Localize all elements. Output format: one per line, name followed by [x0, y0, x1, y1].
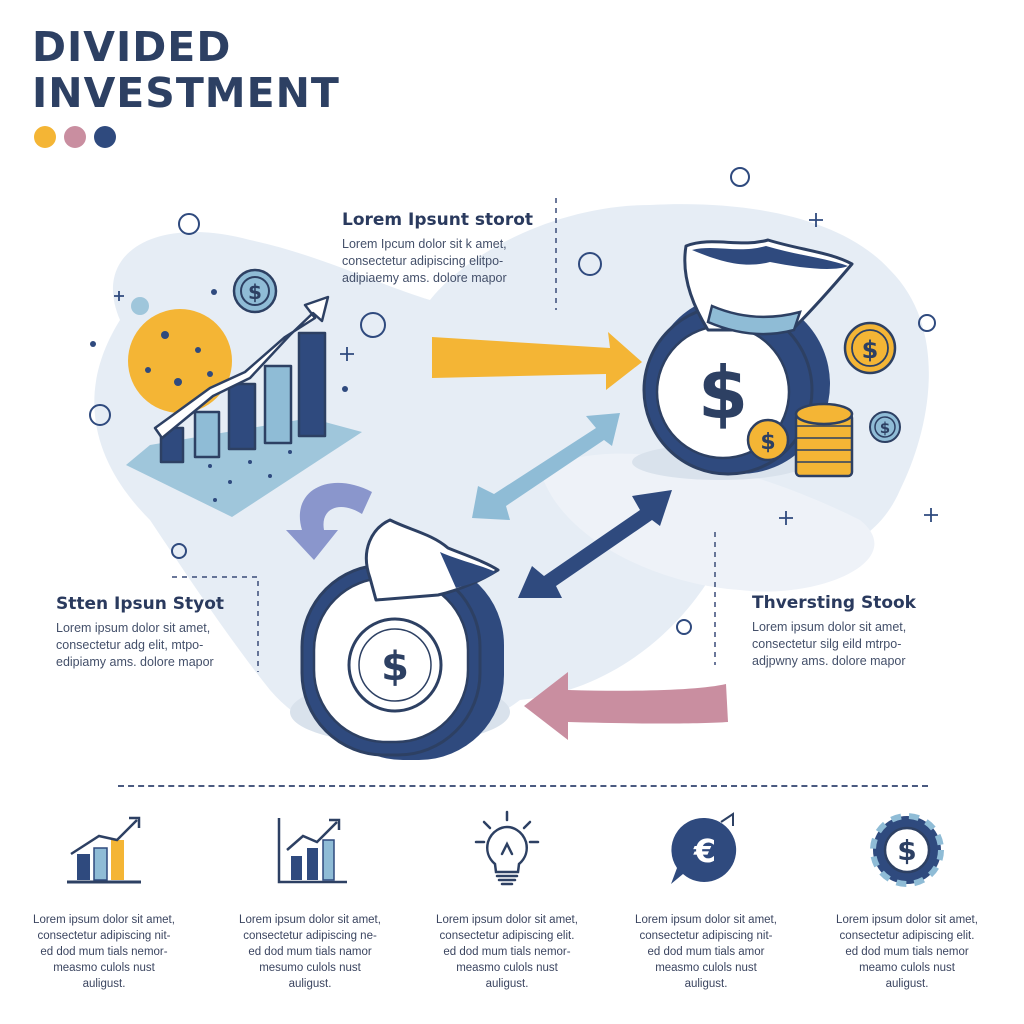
sparkle-icons	[114, 213, 938, 525]
feature-text: Lorem ipsum dolor sit amet, consectetur …	[635, 914, 777, 990]
title-line-1: DIVIDED	[32, 23, 232, 71]
blue-coin: $	[869, 411, 901, 443]
left-callout-text: Lorem ipsum dolor sit amet, consectetur …	[56, 621, 214, 669]
bar-chart-icon	[67, 816, 141, 884]
small-money-bag: $	[290, 518, 510, 760]
top-callout-title: Lorem Ipsunt storot	[342, 210, 534, 230]
feature-text: Lorem ipsum dolor sit amet, consectetur …	[836, 914, 978, 990]
page-title: DIVIDED INVESTMENT	[32, 24, 340, 116]
yellow-dot	[34, 126, 56, 148]
small-dots	[90, 289, 348, 392]
pink-dot	[64, 126, 86, 148]
coin-stack: $ $	[746, 321, 897, 478]
pink-curved-arrow	[524, 672, 728, 740]
color-dots	[34, 126, 116, 148]
small-bag-dollar-symbol: $	[381, 644, 409, 690]
lavender-curved-arrow	[286, 482, 372, 560]
feature-text: Lorem ipsum dolor sit amet, consectetur …	[33, 914, 175, 990]
euro-symbol: €	[693, 832, 716, 870]
bag-dollar-symbol: $	[698, 351, 748, 435]
yellow-arrow-right	[432, 332, 642, 390]
feature-lightbulb: Lorem ipsum dolor sit amet, consectetur …	[422, 810, 592, 992]
title-line-2: INVESTMENT	[32, 69, 340, 117]
stack-coin-symbol: $	[760, 430, 775, 455]
feature-bar-chart: Lorem ipsum dolor sit amet, consectetur …	[19, 810, 189, 992]
feature-dollar-chip: $ Lorem ipsum dolor sit amet, consectetu…	[822, 810, 992, 992]
dollar-chip-icon: $	[870, 813, 944, 887]
line-chart-icon	[277, 818, 347, 884]
investment-flow-diagram: $ $ $ $ $	[89, 167, 938, 760]
chart-coin-symbol: $	[248, 280, 262, 304]
navy-double-arrow	[518, 490, 672, 598]
right-callout-text: Lorem ipsum dolor sit amet, consectetur …	[752, 620, 907, 668]
navy-dot	[94, 126, 116, 148]
chip-dollar-symbol: $	[897, 834, 916, 867]
decorative-circles	[89, 167, 936, 635]
top-callout: Lorem Ipsunt storot Lorem Ipcum dolor si…	[342, 210, 533, 287]
section-divider	[118, 785, 928, 787]
blue-coin-symbol: $	[880, 419, 890, 437]
left-callout: Stten Ipsun Styot Lorem ipsum dolor sit …	[56, 594, 224, 671]
lightbulb-icon	[474, 810, 540, 886]
feature-text: Lorem ipsum dolor sit amet, consectetur …	[436, 914, 578, 990]
growth-chart-illustration: $	[126, 268, 362, 517]
feature-text: Lorem ipsum dolor sit amet, consectetur …	[239, 914, 381, 990]
left-callout-title: Stten Ipsun Styot	[56, 594, 225, 614]
right-callout-title: Thversting Stook	[752, 593, 916, 613]
feature-euro: € Lorem ipsum dolor sit amet, consectetu…	[621, 810, 791, 992]
feature-line-chart: Lorem ipsum dolor sit amet, consectetur …	[225, 810, 395, 992]
gold-coin-symbol: $	[862, 336, 879, 364]
top-callout-text: Lorem Ipcum dolor sit k amet, consectetu…	[342, 237, 507, 285]
right-callout: Thversting Stook Lorem ipsum dolor sit a…	[752, 593, 916, 670]
background-blob-tail	[540, 453, 875, 592]
lightblue-double-arrow	[472, 413, 620, 520]
euro-exchange-icon: €	[671, 812, 737, 884]
